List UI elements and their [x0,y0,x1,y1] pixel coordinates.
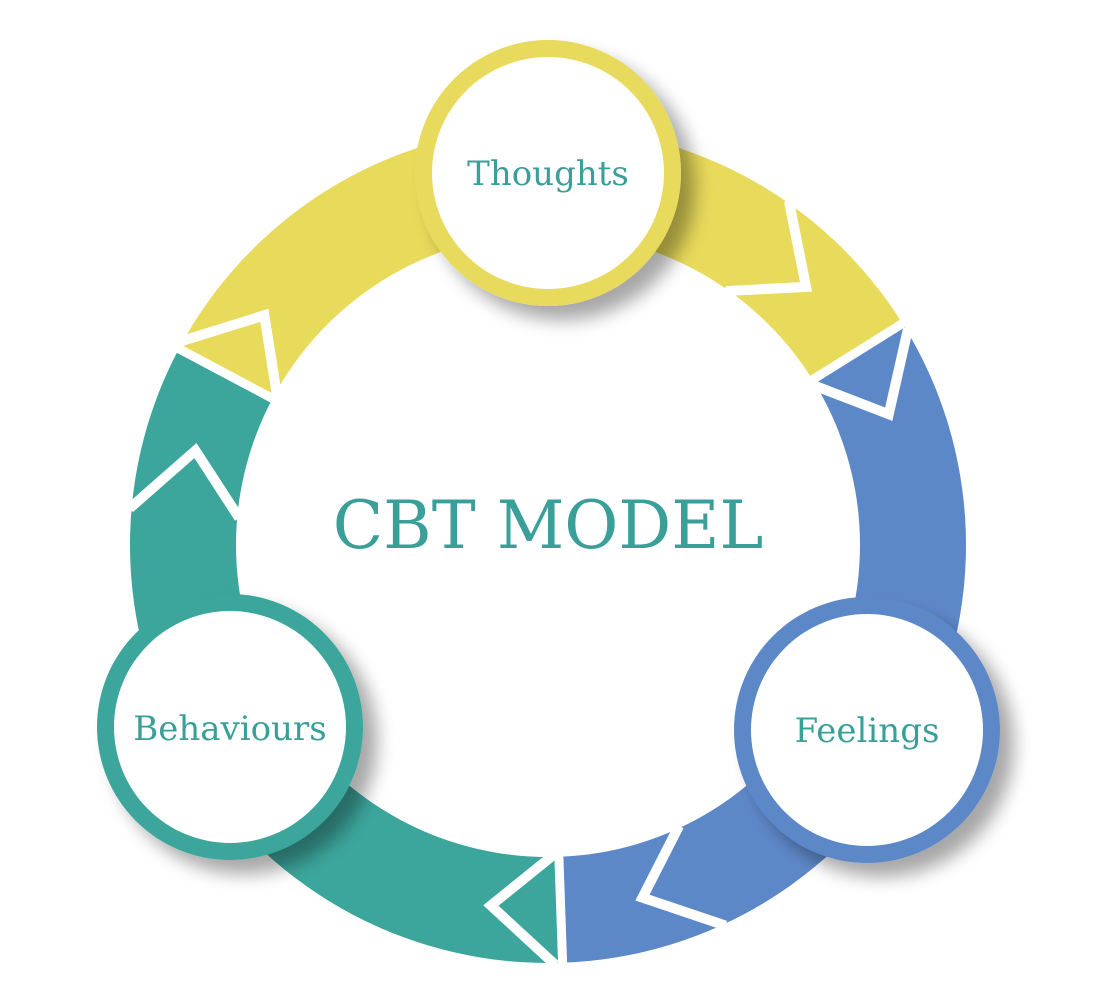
node-feelings [734,597,1000,863]
node-thoughts-face [432,57,664,289]
node-feelings-label: Feelings [795,711,940,751]
ring-gap-3 [173,342,279,405]
chevron-thoughts-start [179,308,282,396]
chevron-thoughts-to-feelings [725,199,813,297]
node-behaviours [97,594,363,860]
chevron-feelings-to-behaviours [635,823,728,931]
node-feelings-face [751,614,983,846]
chevron-feelings-start [811,327,913,421]
cycle-arrows [126,199,913,969]
node-thoughts [415,40,681,306]
ring-gap-1 [806,317,909,386]
chevron-behaviours-to-thoughts [126,442,244,521]
chevron-behaviours-start [483,851,559,969]
ring-arc-thoughts [178,127,903,399]
diagram-title: CBT MODEL [333,487,764,564]
node-thoughts-label: Thoughts [467,154,629,194]
node-behaviours-label: Behaviours [133,709,326,749]
ring-gap-2 [554,852,568,967]
node-behaviours-face [114,611,346,843]
